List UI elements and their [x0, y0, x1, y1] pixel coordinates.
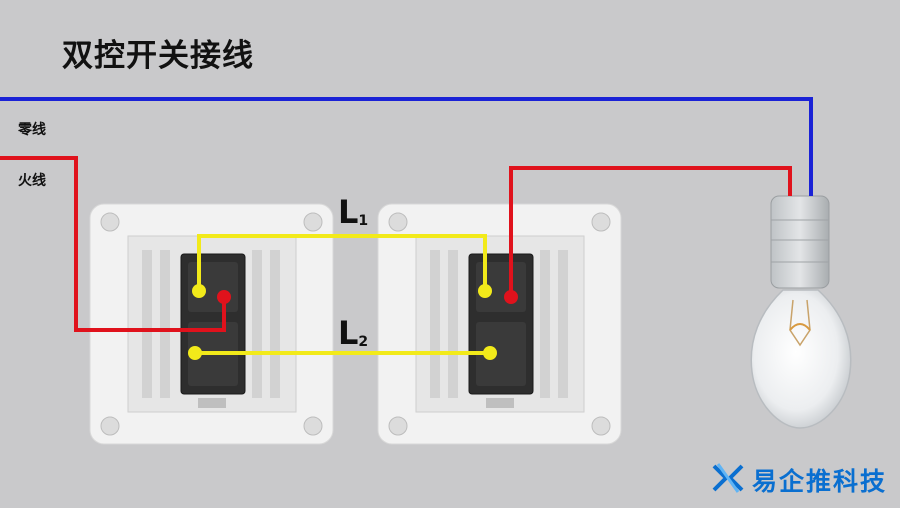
- terminal-right-common: [504, 290, 518, 304]
- traveler-l2-label: L2: [338, 314, 369, 352]
- brand-logo-icon: [712, 463, 744, 493]
- brand: 易企推科技: [752, 462, 887, 498]
- live-wire-out: [509, 166, 792, 297]
- terminal-left-l2: [188, 346, 202, 360]
- terminal-right-l1: [478, 284, 492, 298]
- neutral-wire: [0, 97, 813, 196]
- neutral-wire-label: 零线: [18, 122, 46, 138]
- live-wire-label: 火线: [18, 173, 46, 189]
- terminal-left-l1: [192, 284, 206, 298]
- left-switch: [89, 203, 334, 445]
- terminal-left-common: [217, 290, 231, 304]
- traveler-l1-label: L1: [338, 193, 369, 231]
- page-title: 双控开关接线: [62, 38, 254, 74]
- light-bulb: [750, 195, 852, 429]
- right-switch: [377, 203, 622, 445]
- terminal-right-l2: [483, 346, 497, 360]
- traveler-wire-l1: [197, 234, 487, 291]
- brand-name: 易企推科技: [752, 467, 888, 496]
- live-wire-in: [0, 156, 226, 332]
